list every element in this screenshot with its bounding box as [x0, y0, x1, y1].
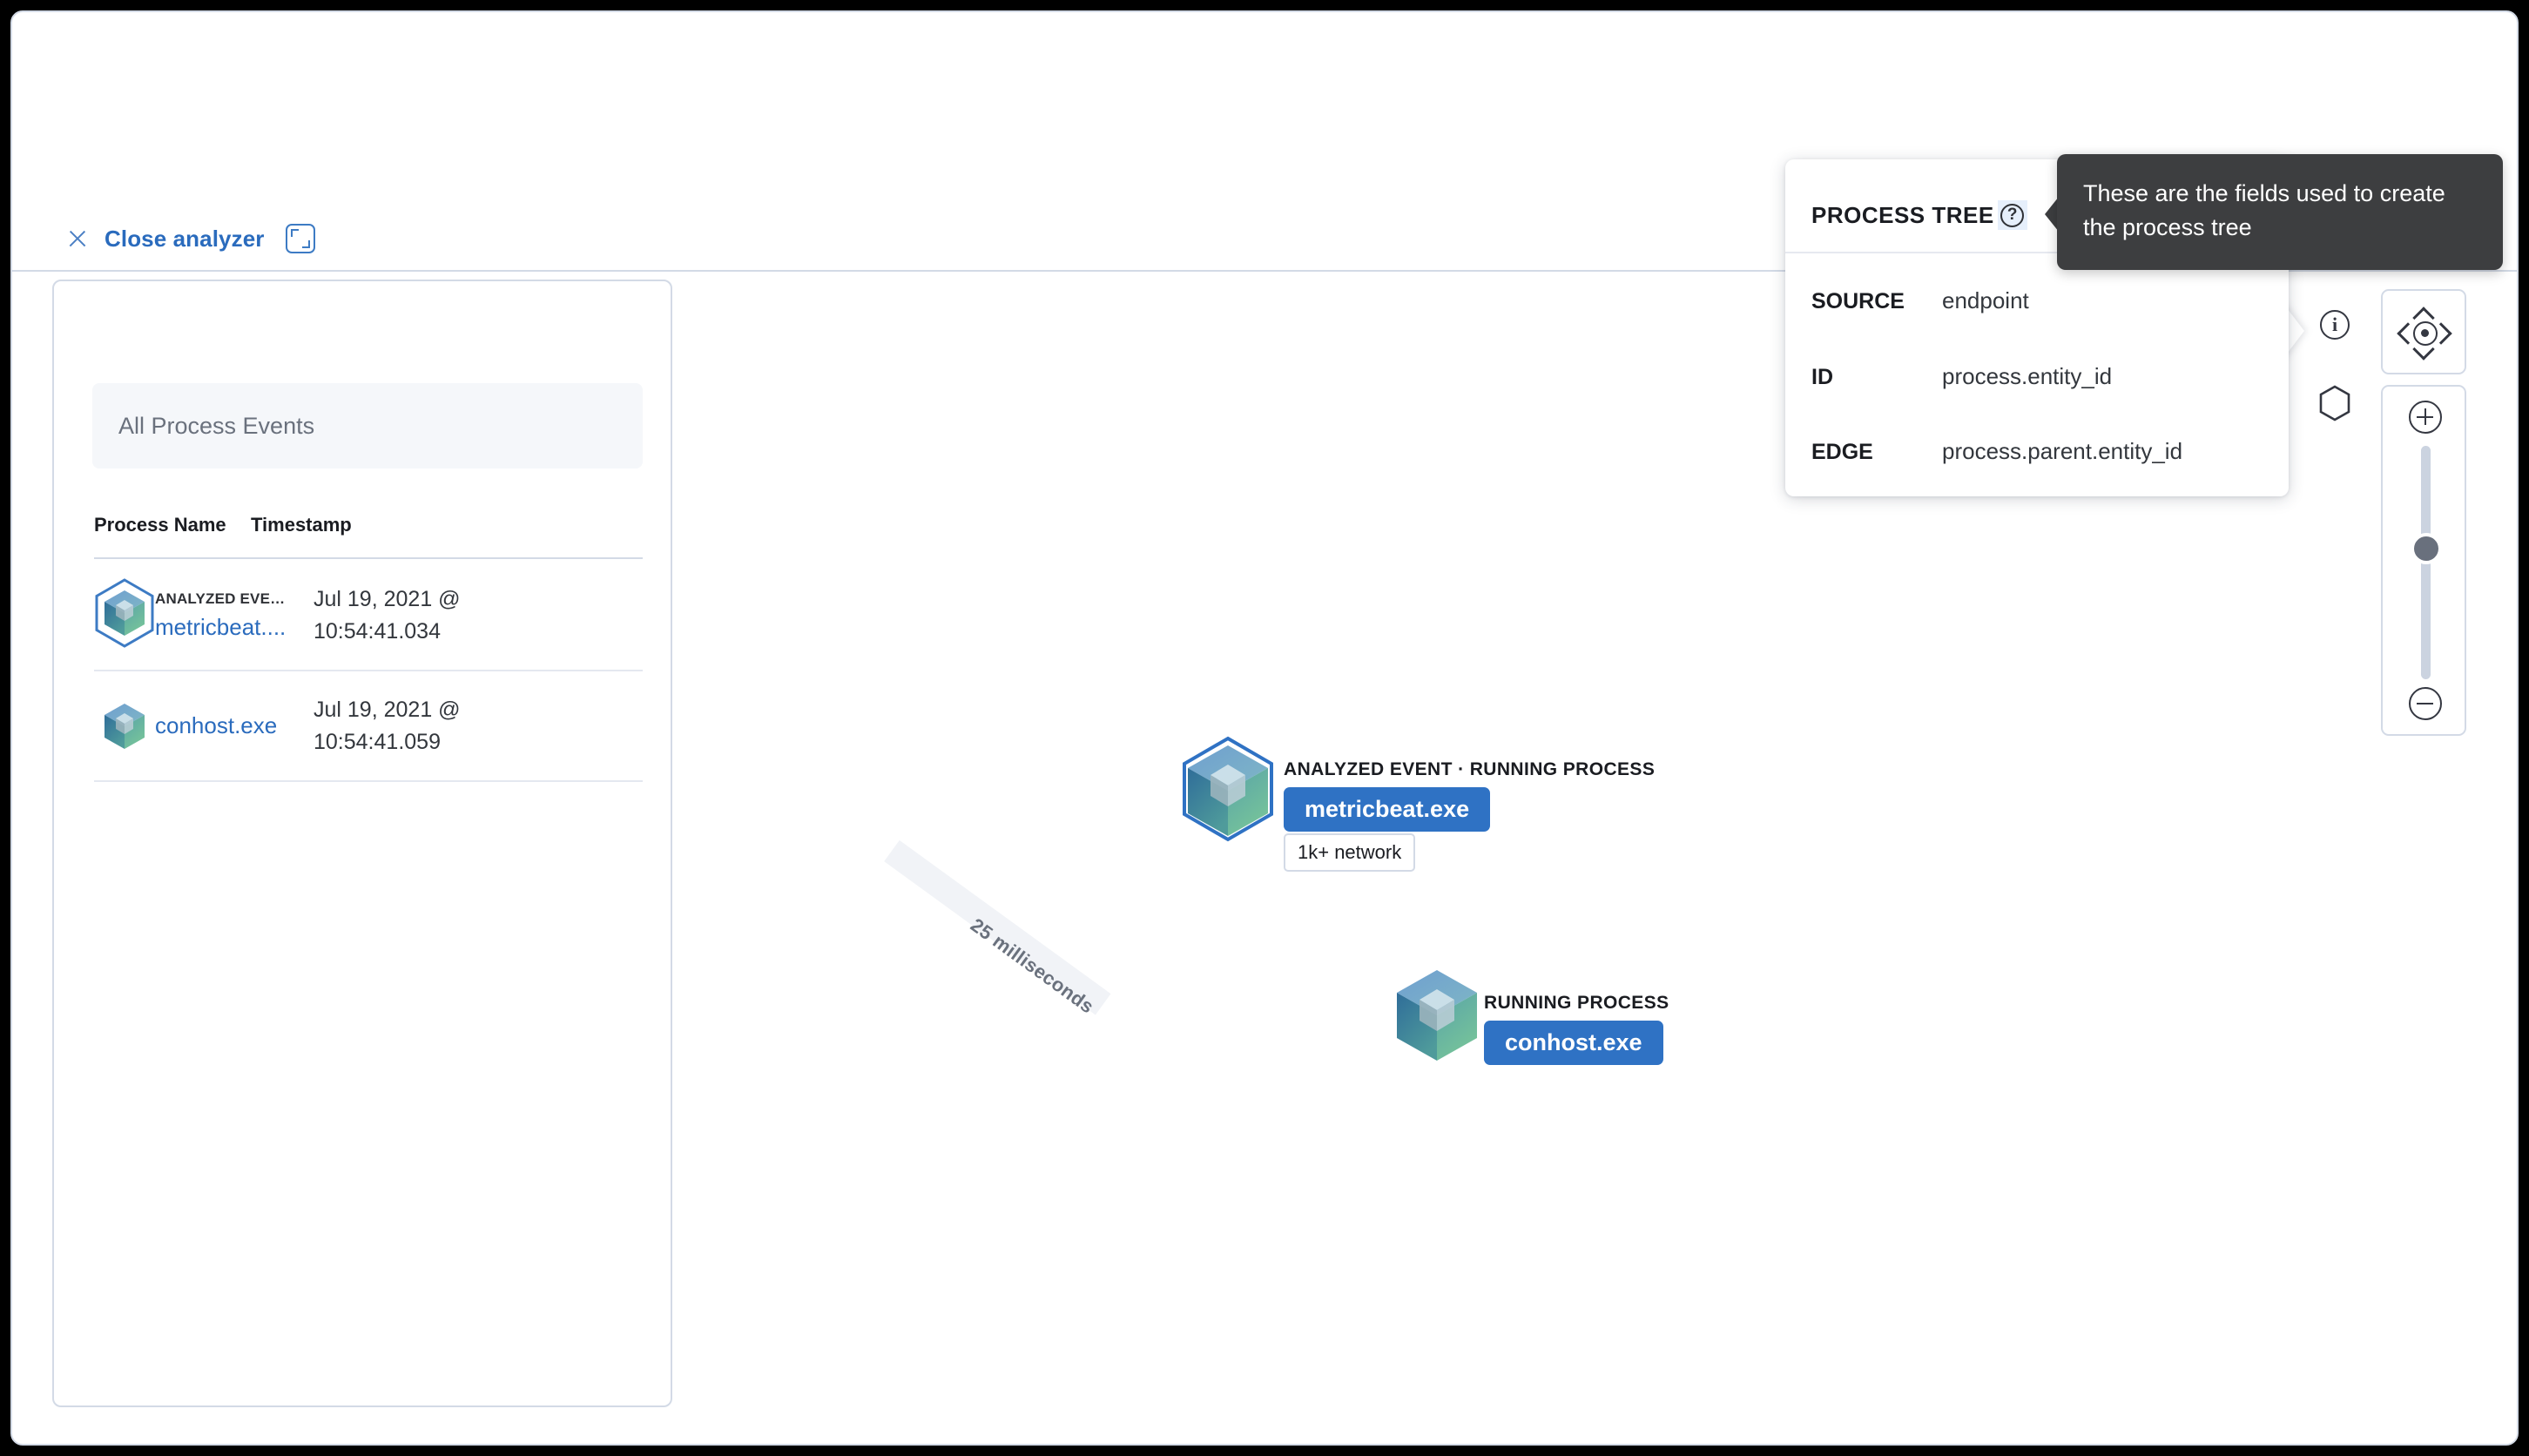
- cube-icon: [105, 703, 145, 749]
- popover-field-edge: EDGE process.parent.entity_id: [1811, 438, 2182, 465]
- close-analyzer-button[interactable]: Close analyzer: [105, 225, 265, 252]
- process-table-header: Process Name Timestamp: [94, 514, 643, 559]
- help-tooltip: These are the fields used to create the …: [2057, 154, 2503, 270]
- question-mark-glyph: ?: [2000, 203, 2025, 227]
- process-name-link[interactable]: conhost.exe: [155, 712, 278, 738]
- hexagon-icon[interactable]: [2318, 385, 2351, 421]
- field-key: EDGE: [1811, 440, 1873, 464]
- column-header-process-name: Process Name: [94, 514, 226, 536]
- timestamp-cell: Jul 19, 2021 @ 10:54:41.034: [314, 583, 461, 647]
- table-row[interactable]: ANALYZED EVE… metricbeat.... Jul 19, 202…: [94, 561, 643, 671]
- process-name-link[interactable]: metricbeat....: [155, 613, 287, 640]
- popover-header: PROCESS TREE ?: [1811, 200, 2027, 230]
- pan-control[interactable]: [2381, 289, 2466, 374]
- node-type-label: ANALYZED EVENT · RUNNING PROCESS: [1284, 759, 1656, 779]
- cube-icon: [1397, 970, 1477, 1061]
- field-key: ID: [1811, 365, 1833, 389]
- node-name-pill[interactable]: metricbeat.exe: [1284, 787, 1491, 832]
- graph-legend-button[interactable]: [2318, 385, 2351, 426]
- analyzer-window: Close analyzer All Process Events Proces…: [10, 10, 2519, 1446]
- question-mark-icon[interactable]: ?: [1997, 200, 2027, 230]
- popover-title: PROCESS TREE: [1811, 201, 1994, 228]
- graph-info-button[interactable]: i: [2320, 310, 2350, 340]
- zoom-slider-thumb[interactable]: [2411, 533, 2442, 564]
- field-value: endpoint: [1942, 287, 2029, 313]
- table-row[interactable]: conhost.exe Jul 19, 2021 @ 10:54:41.059: [94, 671, 643, 782]
- close-analyzer-bar: Close analyzer: [66, 224, 315, 253]
- center-target-icon[interactable]: [2413, 321, 2438, 346]
- timestamp-cell: Jul 19, 2021 @ 10:54:41.059: [314, 694, 461, 758]
- popover-field-source: SOURCE endpoint: [1811, 287, 2029, 314]
- process-events-panel: All Process Events Process Name Timestam…: [52, 280, 672, 1407]
- timestamp-time: 10:54:41.034: [314, 618, 441, 644]
- header-divider: [12, 270, 2517, 272]
- field-value: process.entity_id: [1942, 363, 2113, 389]
- cube-icon: [105, 590, 145, 636]
- timestamp-date: Jul 19, 2021 @: [314, 698, 461, 723]
- node-cube: [1395, 968, 1479, 1067]
- graph-edge-label: 25 milliseconds: [966, 913, 1098, 1018]
- field-value: process.parent.entity_id: [1942, 438, 2183, 464]
- hexagon-highlight-icon: [95, 578, 154, 648]
- fullscreen-corner-top-left: [290, 229, 299, 237]
- cube-with-hex-ring: [95, 578, 154, 648]
- node-name-pill[interactable]: conhost.exe: [1484, 1021, 1663, 1065]
- process-events-filter[interactable]: All Process Events: [92, 383, 643, 468]
- process-name-cell: conhost.exe: [155, 712, 303, 739]
- process-cube-icon: [94, 703, 155, 750]
- fullscreen-icon[interactable]: [285, 224, 315, 253]
- info-icon[interactable]: i: [2320, 310, 2350, 340]
- tooltip-text: These are the fields used to create the …: [2083, 180, 2445, 241]
- popover-divider: [1785, 252, 2289, 253]
- timestamp-time: 10:54:41.059: [314, 729, 441, 754]
- node-cube-with-hex: [1177, 735, 1278, 851]
- timestamp-date: Jul 19, 2021 @: [314, 587, 461, 612]
- node-labels: ANALYZED EVENT · RUNNING PROCESS metricb…: [1284, 759, 1655, 832]
- zoom-control[interactable]: [2381, 385, 2466, 736]
- fullscreen-corner-bottom-right: [301, 240, 310, 248]
- node-type-label: RUNNING PROCESS: [1484, 993, 1669, 1013]
- popover-field-id: ID process.entity_id: [1811, 363, 2112, 390]
- close-icon[interactable]: [66, 227, 89, 250]
- process-name-cell: ANALYZED EVE… metricbeat....: [155, 590, 303, 641]
- minus-icon[interactable]: [2409, 687, 2442, 720]
- node-labels: RUNNING PROCESS conhost.exe: [1484, 993, 1669, 1065]
- plus-icon[interactable]: [2409, 401, 2442, 434]
- column-header-timestamp: Timestamp: [251, 514, 352, 536]
- node-network-chip[interactable]: 1k+ network: [1284, 833, 1416, 872]
- field-key: SOURCE: [1811, 289, 1905, 313]
- cube-icon: [1188, 745, 1268, 836]
- tooltip-arrow: [2045, 197, 2059, 232]
- process-events-filter-label: All Process Events: [118, 412, 315, 439]
- analyzed-event-badge: ANALYZED EVE…: [155, 590, 286, 607]
- hexagon-highlight-icon: [1183, 736, 1273, 842]
- process-cube-icon: [94, 578, 155, 648]
